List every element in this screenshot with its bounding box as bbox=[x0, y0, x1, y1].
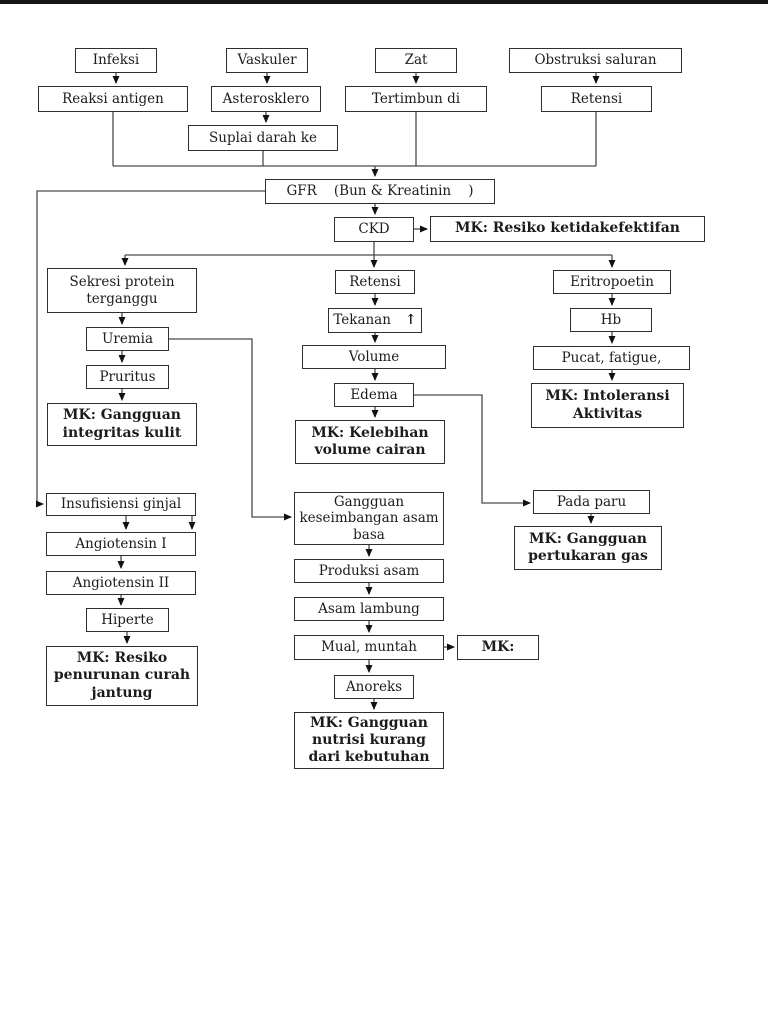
node-eritropoetin: Eritropoetin bbox=[553, 270, 671, 294]
scan-edge-top bbox=[0, 0, 768, 4]
node-mk-gangguan-pertukaran-gas: MK: Gangguan pertukaran gas bbox=[514, 526, 662, 570]
node-angiotensin-ii: Angiotensin II bbox=[46, 571, 196, 595]
node-retensi-mid: Retensi bbox=[335, 270, 415, 294]
node-pruritus: Pruritus bbox=[86, 365, 169, 389]
node-mk-kelebihan-volume-cairan: MK: Kelebihan volume cairan bbox=[295, 420, 445, 464]
node-hb: Hb bbox=[570, 308, 652, 332]
node-mk-blank: MK: bbox=[457, 635, 539, 660]
node-produksi-asam: Produksi asam bbox=[294, 559, 444, 583]
node-ckd: CKD bbox=[334, 217, 414, 242]
node-mk-resiko-ketidakefektifan: MK: Resiko ketidakefektifan bbox=[430, 216, 705, 242]
node-asam-lambung: Asam lambung bbox=[294, 597, 444, 621]
node-zat: Zat bbox=[375, 48, 457, 73]
node-uremia: Uremia bbox=[86, 327, 169, 351]
node-suplai-darah-ke: Suplai darah ke bbox=[188, 125, 338, 151]
node-anoreks: Anoreks bbox=[334, 675, 414, 699]
node-asterosklero: Asterosklero bbox=[211, 86, 321, 112]
node-reaksi-antigen: Reaksi antigen bbox=[38, 86, 188, 112]
node-retensi-top: Retensi bbox=[541, 86, 652, 112]
node-mk-gangguan-integritas-kulit: MK: Gangguan integritas kulit bbox=[47, 403, 197, 446]
node-volume: Volume bbox=[302, 345, 446, 369]
node-hiperte: Hiperte bbox=[86, 608, 169, 632]
node-mk-gangguan-nutrisi: MK: Gangguan nutrisi kurang dari kebutuh… bbox=[294, 712, 444, 769]
node-vaskuler: Vaskuler bbox=[226, 48, 308, 73]
node-edema: Edema bbox=[334, 383, 414, 407]
node-insufisiensi-ginjal: Insufisiensi ginjal bbox=[46, 493, 196, 516]
node-sekresi-protein-terganggu: Sekresi protein terganggu bbox=[47, 268, 197, 313]
up-arrow-icon: ↑ bbox=[404, 311, 417, 328]
node-tertimbun-di: Tertimbun di bbox=[345, 86, 487, 112]
node-mk-intoleransi-aktivitas: MK: Intoleransi Aktivitas bbox=[531, 383, 684, 428]
node-obstruksi-saluran: Obstruksi saluran bbox=[509, 48, 682, 73]
node-label: Tekanan bbox=[333, 312, 391, 329]
node-pucat-fatigue: Pucat, fatigue, bbox=[533, 346, 690, 370]
node-mk-resiko-penurunan-curah-jantung: MK: Resiko penurunan curah jantung bbox=[46, 646, 198, 706]
node-mual-muntah: Mual, muntah bbox=[294, 635, 444, 660]
node-pada-paru: Pada paru bbox=[533, 490, 650, 514]
node-tekanan: Tekanan ↑ bbox=[328, 308, 422, 333]
node-angiotensin-i: Angiotensin I bbox=[46, 532, 196, 556]
node-infeksi: Infeksi bbox=[75, 48, 157, 73]
node-gfr: GFR (Bun & Kreatinin ) bbox=[265, 179, 495, 204]
node-gangguan-keseimbangan-asam-basa: Gangguan keseimbangan asam basa bbox=[294, 492, 444, 545]
